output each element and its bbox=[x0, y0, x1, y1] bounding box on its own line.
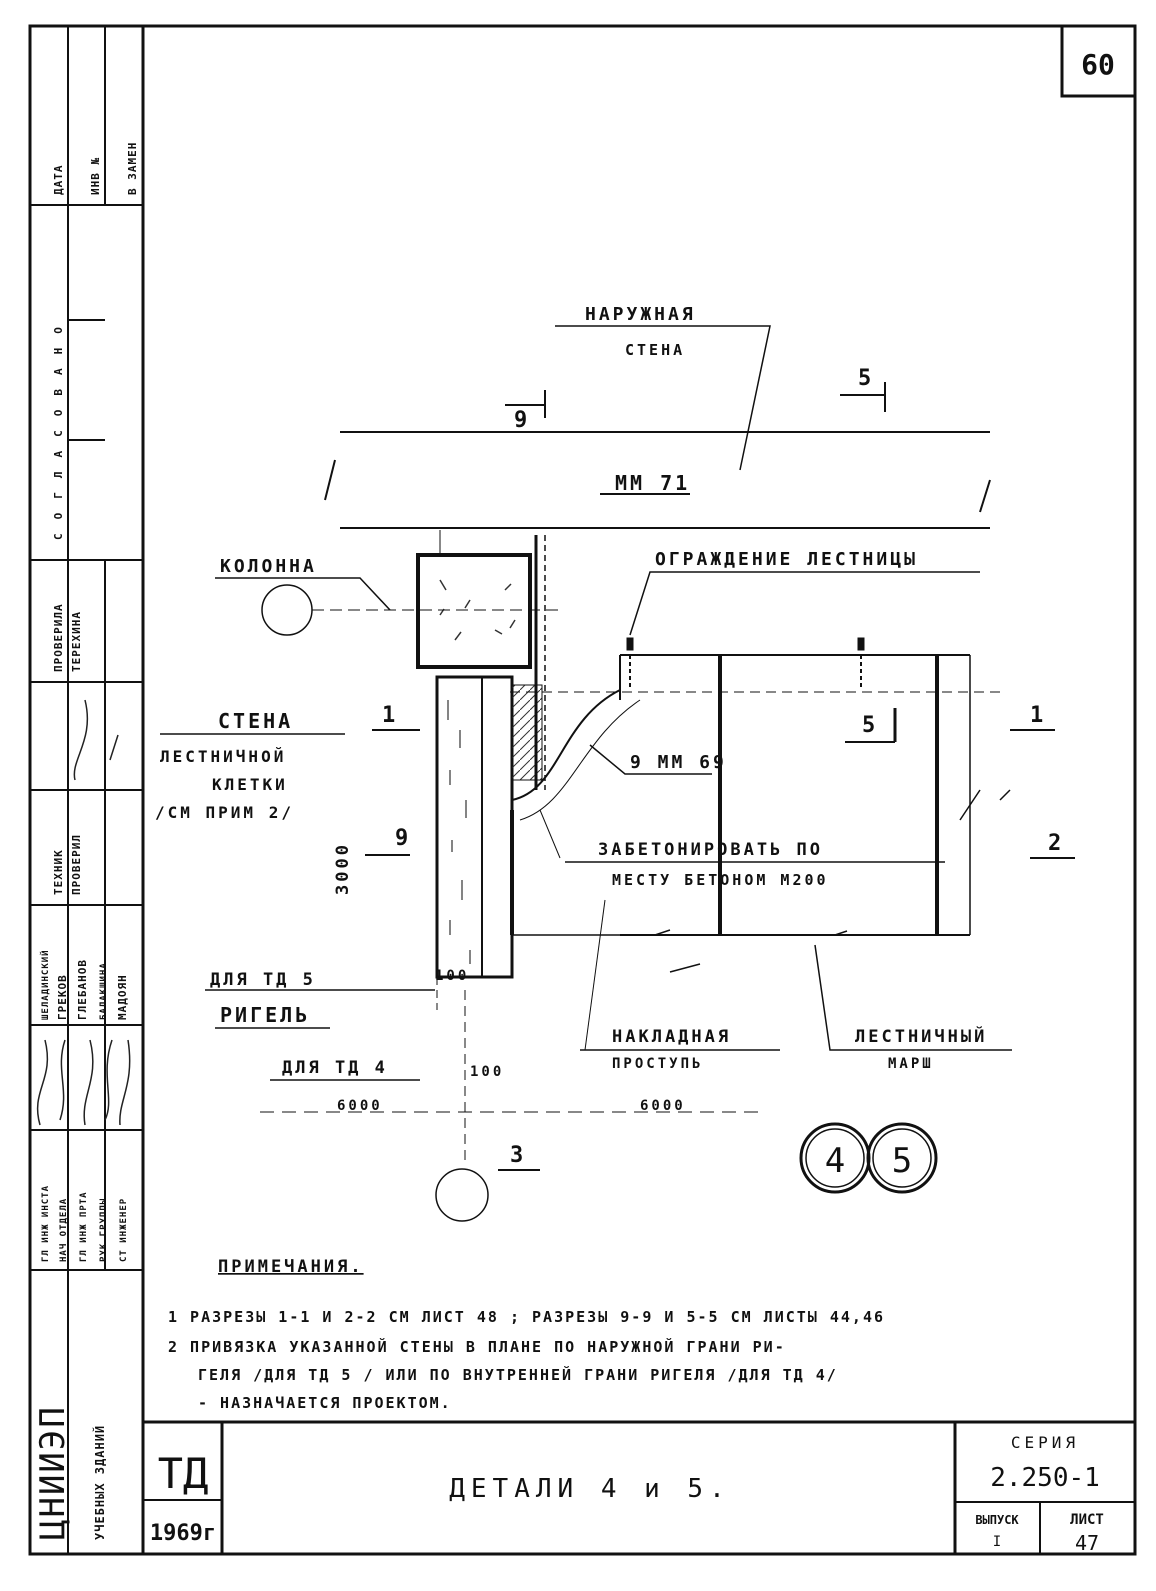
section-2-right: 2 bbox=[1048, 831, 1064, 856]
for-td4: ДЛЯ ТД 4 bbox=[282, 1058, 388, 1078]
issue-label: ВЫПУСК bbox=[975, 1513, 1019, 1527]
tread-label-2: ПРОСТУПЬ bbox=[612, 1056, 703, 1072]
stamp-org: ЦНИИЭП bbox=[33, 1405, 73, 1540]
panel-mark-mm69: 9 ММ 69 bbox=[630, 752, 727, 773]
railing-leader bbox=[629, 571, 980, 636]
column-leader bbox=[215, 577, 391, 611]
sheet-label: ЛИСТ bbox=[1070, 1512, 1104, 1528]
stair-flight bbox=[510, 654, 1005, 936]
stamp-r1: ГЛ ИНЖ ИНСТА bbox=[41, 1185, 51, 1262]
outer-wall-panel bbox=[324, 431, 991, 529]
stair-wall-label-4: /СМ ПРИМ 2/ bbox=[155, 803, 294, 822]
flight-leader bbox=[814, 944, 1012, 1051]
detail-4-circle-inner bbox=[805, 1128, 865, 1188]
stamp-inv: ИНВ № bbox=[89, 157, 102, 195]
section-9-top: 9 bbox=[514, 408, 530, 433]
stair-wall-label-1: СТЕНА bbox=[218, 709, 293, 733]
column-label: КОЛОННА bbox=[220, 556, 317, 577]
section-5-mid: 5 bbox=[862, 713, 878, 738]
section-5-top-mark bbox=[840, 382, 886, 412]
panel-mark-mm71: ММ 71 bbox=[615, 471, 690, 495]
stamp-r2: НАЧ ОТДЕЛА bbox=[59, 1198, 69, 1262]
stamp-r3: ГЛ ИНЖ ПРТА bbox=[79, 1191, 89, 1262]
series-value: 2.250-1 bbox=[990, 1463, 1100, 1493]
stair-wall-fill bbox=[447, 700, 471, 964]
concrete-note-arrow bbox=[539, 809, 561, 859]
outer-wall-label-2: СТЕНА bbox=[625, 341, 685, 359]
side-stamp bbox=[30, 26, 143, 1554]
flight-label-1: ЛЕСТНИЧНЫЙ bbox=[855, 1025, 987, 1047]
detail-4: 4 bbox=[825, 1141, 845, 1181]
notes-heading: ПРИМЕЧАНИЯ. bbox=[218, 1257, 364, 1277]
stamp-p5: МАДОЯН bbox=[116, 974, 129, 1020]
stair-wall-section bbox=[435, 675, 514, 979]
stamp-p4: БАЛАКШИНА bbox=[99, 962, 109, 1020]
concrete-note-2: МЕСТУ БЕТОНОМ М200 bbox=[612, 871, 829, 889]
stair-wall-label-2: ЛЕСТНИЧНОЙ bbox=[160, 747, 286, 766]
stamp-agreed: СОГЛАСОВАНО bbox=[52, 313, 65, 540]
sheet-number-box bbox=[1060, 24, 1137, 98]
series-label: СЕРИЯ bbox=[1011, 1433, 1079, 1452]
issue-value: I bbox=[993, 1534, 1001, 1550]
section-1-left: 1 bbox=[382, 703, 398, 728]
outer-wall-leader bbox=[555, 325, 771, 471]
stamp-r4: РУК ГРУППЫ bbox=[99, 1198, 109, 1262]
break-marks bbox=[654, 789, 1011, 973]
outer-wall-label: НАРУЖНАЯ bbox=[585, 304, 696, 325]
stamp-p3: ГЛЕБАНОВ bbox=[76, 959, 89, 1020]
stamp-org-sub: УЧЕБНЫХ ЗДАНИЙ bbox=[92, 1425, 107, 1540]
stamp-technician: ТЕХНИК bbox=[52, 849, 65, 895]
column-aggregate bbox=[439, 579, 516, 641]
railing-label: ОГРАЖДЕНИЕ ЛЕСТНИЦЫ bbox=[655, 549, 918, 570]
concrete-note-1: ЗАБЕТОНИРОВАТЬ ПО bbox=[598, 840, 823, 860]
stamp-checked1: ПРОВЕРИЛА bbox=[52, 603, 65, 672]
signatures bbox=[36, 699, 131, 1126]
stamp-checked3: ПРОВЕРИЛ bbox=[70, 834, 83, 895]
for-td5: ДЛЯ ТД 5 bbox=[210, 970, 316, 990]
detail-5-circle bbox=[866, 1122, 938, 1194]
dim-3000: 3000 bbox=[333, 842, 353, 895]
section-9-top-mark bbox=[505, 390, 546, 418]
side-stamp-texts: ДАТА ИНВ № В ЗАМЕН СОГЛАСОВАНО ПРОВЕРИЛА… bbox=[33, 142, 139, 1540]
column-axis-circle bbox=[261, 584, 313, 636]
section-5-top: 5 bbox=[858, 366, 874, 391]
title-year: 1969г bbox=[150, 1521, 216, 1546]
stamp-p2: ГРЕКОВ bbox=[56, 974, 69, 1020]
detail-5-circle-inner bbox=[872, 1128, 932, 1188]
note-2a: 2 ПРИВЯЗКА УКАЗАННОЙ СТЕНЫ В ПЛАНЕ ПО НА… bbox=[168, 1337, 786, 1356]
section-9-left: 9 bbox=[395, 826, 411, 851]
dim-100-a: 100 bbox=[435, 968, 469, 984]
railing-posts bbox=[626, 637, 865, 690]
stamp-replace: В ЗАМЕН bbox=[126, 142, 139, 195]
note-2b: ГЕЛЯ /ДЛЯ ТД 5 / ИЛИ ПО ВНУТРЕННЕЙ ГРАНИ… bbox=[198, 1365, 838, 1384]
section-3: 3 bbox=[510, 1143, 526, 1168]
dim-6000-a: 6000 bbox=[337, 1098, 383, 1114]
stamp-p1: ШЕЛАДИНСКИЙ bbox=[39, 949, 51, 1020]
note-2c: - НАЗНАЧАЕТСЯ ПРОЕКТОМ. bbox=[198, 1394, 452, 1412]
stamp-checked2: ТЕРЕХИНА bbox=[70, 611, 83, 672]
note-1: 1 РАЗРЕЗЫ 1-1 И 2-2 СМ ЛИСТ 48 ; РАЗРЕЗЫ… bbox=[168, 1308, 885, 1326]
stair-wall-label-3: КЛЕТКИ bbox=[212, 775, 288, 794]
landing-curve-2 bbox=[519, 699, 641, 821]
lower-axis-circle bbox=[435, 1168, 489, 1222]
tread-label-1: НАКЛАДНАЯ bbox=[612, 1027, 731, 1047]
flight-label-2: МАРШ bbox=[888, 1056, 934, 1072]
sheet-number: 60 bbox=[1081, 48, 1115, 81]
detail-5: 5 bbox=[892, 1141, 912, 1181]
beam-label: РИГЕЛЬ bbox=[220, 1003, 310, 1027]
title-main: ДЕТАЛИ 4 и 5. bbox=[449, 1474, 731, 1504]
section-1-right: 1 bbox=[1030, 703, 1046, 728]
landing-curve bbox=[511, 689, 621, 801]
stamp-r5: СТ ИНЖЕНЕР bbox=[119, 1198, 129, 1262]
title-code: ТД bbox=[158, 1449, 209, 1498]
tread-leader-up bbox=[584, 899, 606, 1051]
column-section bbox=[416, 553, 532, 669]
sheet-value: 47 bbox=[1075, 1531, 1099, 1555]
mm69-leader bbox=[589, 744, 712, 775]
notes: ПРИМЕЧАНИЯ. 1 РАЗРЕЗЫ 1-1 И 2-2 СМ ЛИСТ … bbox=[168, 1257, 885, 1412]
dim-100-b: 100 bbox=[470, 1064, 504, 1080]
dim-6000-b: 6000 bbox=[640, 1098, 686, 1114]
stamp-date: ДАТА bbox=[52, 165, 65, 196]
